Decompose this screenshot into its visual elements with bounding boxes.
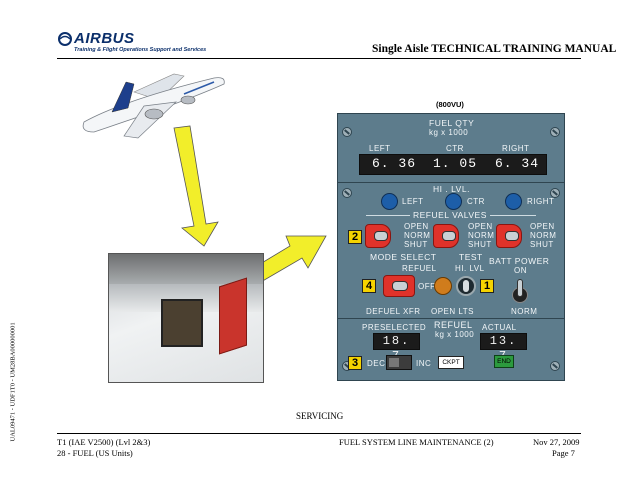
actual-label: ACTUAL bbox=[482, 323, 517, 332]
screw-icon bbox=[550, 127, 560, 137]
aircraft-engine bbox=[144, 108, 164, 120]
callout-3: 3 bbox=[348, 356, 362, 370]
dec-inc-rocker[interactable] bbox=[386, 355, 412, 370]
hi-lvl-left-label: LEFT bbox=[402, 197, 424, 206]
valve-left-norm: NORM bbox=[404, 231, 431, 240]
figure-caption: SERVICING bbox=[296, 411, 344, 421]
valve-left-shut: SHUT bbox=[404, 240, 428, 249]
valve-right-shut: SHUT bbox=[530, 240, 554, 249]
photo-access-door bbox=[219, 277, 247, 355]
valve-left-open: OPEN bbox=[404, 222, 429, 231]
refuel-control-panel: FUEL QTY kg x 1000 LEFT CTR RIGHT 6. 36 … bbox=[337, 113, 565, 381]
manual-title: Single Aisle TECHNICAL TRAINING MANUAL bbox=[372, 43, 617, 55]
end-button[interactable]: END bbox=[494, 355, 514, 368]
valve-ctr-shut: SHUT bbox=[468, 240, 492, 249]
qty-left-value: 6. 36 bbox=[372, 156, 417, 171]
header-rule bbox=[57, 58, 581, 59]
footer-chapter: 28 - FUEL (US Units) bbox=[57, 448, 133, 458]
callout-1: 1 bbox=[480, 279, 494, 293]
open-lts-indicator bbox=[434, 277, 452, 295]
refuel-valve-right-switch[interactable] bbox=[496, 224, 522, 248]
panel-divider bbox=[338, 318, 564, 319]
callout-4: 4 bbox=[362, 279, 376, 293]
refuel-valve-left-switch[interactable] bbox=[365, 224, 391, 248]
airbus-emblem-icon bbox=[58, 32, 72, 46]
valve-right-open: OPEN bbox=[530, 222, 555, 231]
callout-2: 2 bbox=[348, 230, 362, 244]
valve-ctr-open: OPEN bbox=[468, 222, 493, 231]
actual-display: 13. 7 bbox=[480, 333, 527, 363]
qty-right-value: 6. 34 bbox=[495, 156, 540, 171]
footer-date: Nov 27, 2009 bbox=[533, 437, 580, 447]
refuel-valves-title: REFUEL VALVES bbox=[410, 210, 490, 220]
hi-lvl-left-light bbox=[381, 193, 398, 210]
ckpt-button[interactable]: CKPT bbox=[438, 356, 464, 369]
screw-icon bbox=[550, 188, 560, 198]
qty-ctr-value: 1. 05 bbox=[433, 156, 478, 171]
hi-lvl-ctr-light bbox=[445, 193, 462, 210]
defuel-xfr-label: DEFUEL XFR bbox=[366, 307, 421, 316]
refuel-valve-ctr-switch[interactable] bbox=[433, 224, 459, 248]
dec-label: DEC bbox=[367, 359, 386, 368]
refuel-display-unit: kg x 1000 bbox=[435, 330, 475, 339]
photo-panel-box bbox=[161, 299, 203, 347]
off-label: OFF bbox=[418, 282, 436, 291]
aircraft-access-photo bbox=[108, 253, 264, 383]
open-lts-label: OPEN LTS bbox=[431, 307, 474, 316]
qty-col-ctr: CTR bbox=[446, 144, 464, 153]
refuel-display-title: REFUEL bbox=[434, 320, 473, 330]
brand-name: AIRBUS bbox=[74, 30, 135, 47]
preselected-label: PRESELECTED bbox=[362, 323, 427, 332]
document-side-code: UAL09471 - UDF1T0 - UM28BA000000001 bbox=[9, 322, 17, 442]
screw-icon bbox=[342, 188, 352, 198]
preselected-display: 18. 7 bbox=[373, 333, 420, 363]
screw-icon bbox=[342, 127, 352, 137]
screw-icon bbox=[550, 361, 560, 371]
qty-col-right: RIGHT bbox=[502, 144, 530, 153]
panel-id-label: (800VU) bbox=[436, 100, 464, 109]
test-switch[interactable] bbox=[456, 276, 476, 296]
batt-on-label: ON bbox=[514, 266, 527, 275]
test-label: TEST bbox=[459, 252, 483, 262]
down-arrow bbox=[173, 125, 219, 247]
hi-lvl-right-label: RIGHT bbox=[527, 197, 555, 206]
hi-lvl-right-light bbox=[505, 193, 522, 210]
valve-ctr-norm: NORM bbox=[468, 231, 495, 240]
aircraft-illustration bbox=[82, 73, 225, 139]
batt-power-label: BATT POWER bbox=[489, 256, 550, 266]
footer-page: Page 7 bbox=[552, 448, 575, 458]
batt-power-switch[interactable] bbox=[510, 279, 530, 305]
panel-divider bbox=[338, 182, 564, 183]
inc-label: INC bbox=[416, 359, 432, 368]
fuel-qty-title: FUEL QTY bbox=[429, 118, 475, 128]
aircraft-tail bbox=[111, 81, 135, 113]
qty-col-left: LEFT bbox=[369, 144, 391, 153]
footer-course: T1 (IAE V2500) (Lvl 2&3) bbox=[57, 437, 151, 447]
hi-lvl-ctr-label: CTR bbox=[467, 197, 485, 206]
hi-lvl-title: HI . LVL. bbox=[433, 184, 470, 194]
footer-section-title: FUEL SYSTEM LINE MAINTENANCE (2) bbox=[339, 437, 494, 447]
batt-norm-label: NORM bbox=[511, 307, 538, 316]
valve-right-norm: NORM bbox=[530, 231, 557, 240]
refuel-mode-label: REFUEL bbox=[402, 264, 437, 273]
mode-select-title: MODE SELECT bbox=[370, 252, 437, 262]
fuel-qty-unit: kg x 1000 bbox=[429, 128, 469, 137]
brand-subtitle: Training & Flight Operations Support and… bbox=[74, 47, 207, 53]
footer-rule bbox=[57, 433, 581, 434]
aircraft-wing-front bbox=[123, 101, 178, 139]
hi-lvl-test-label: HI. LVL bbox=[455, 264, 485, 273]
qty-display-strip bbox=[359, 154, 547, 175]
mode-select-switch[interactable] bbox=[383, 275, 415, 297]
